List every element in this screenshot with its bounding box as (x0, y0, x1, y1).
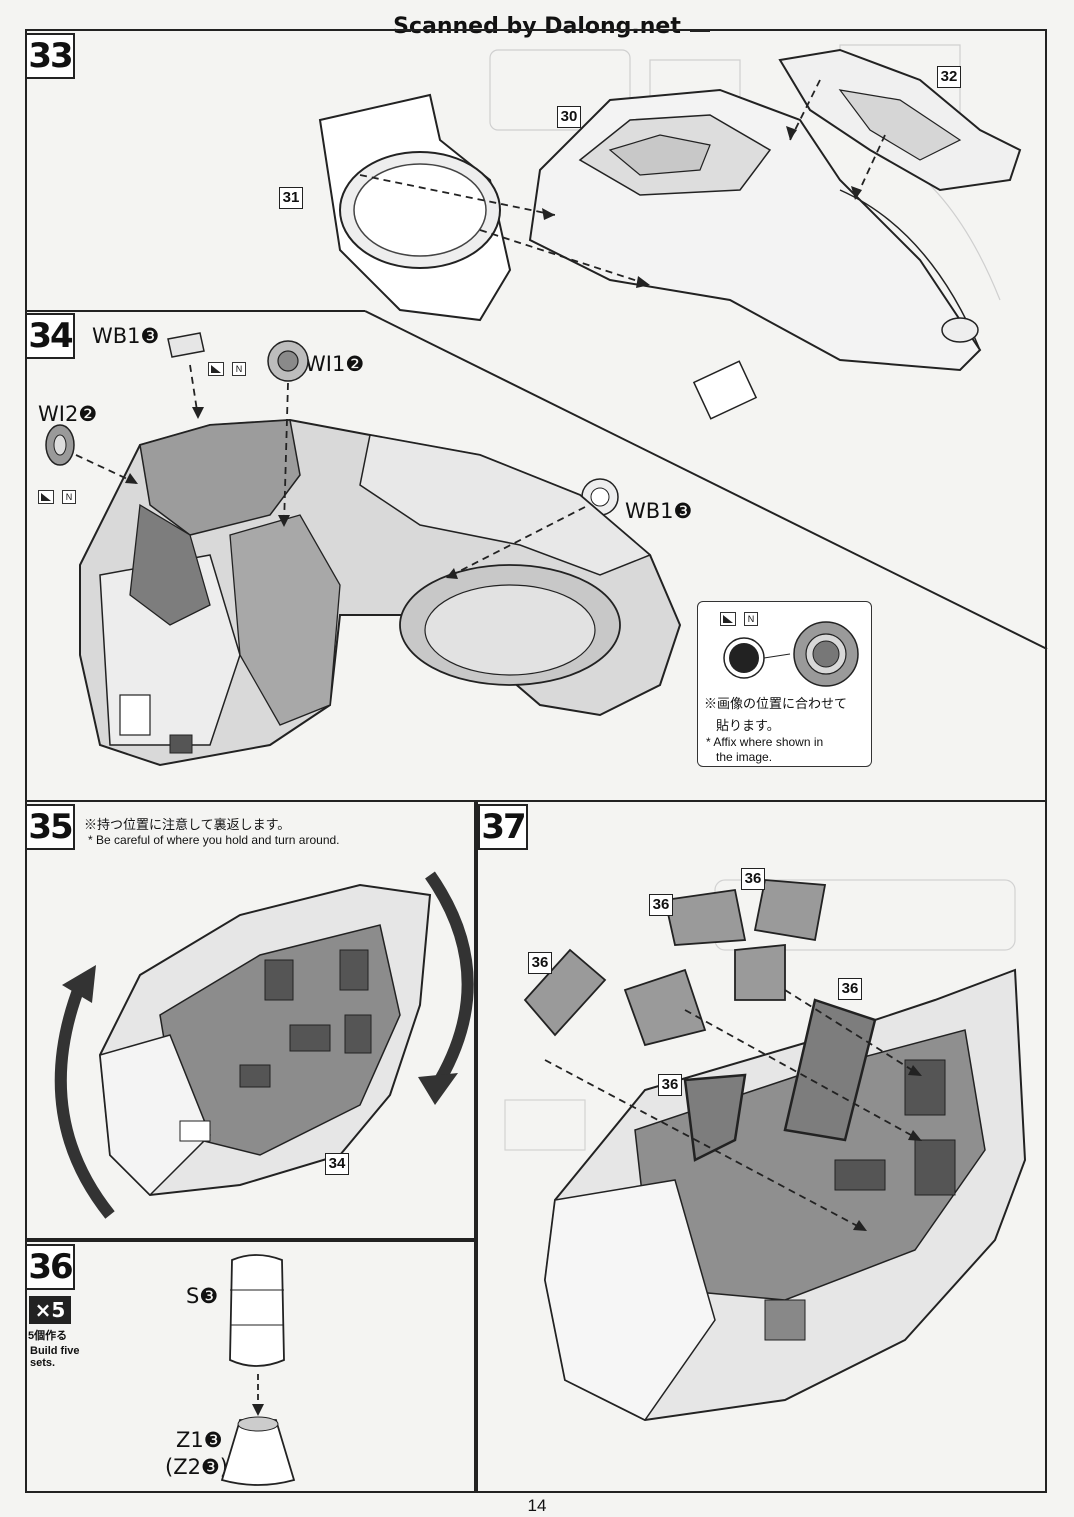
step-36-ja-note: 5個作る (28, 1330, 68, 1342)
step-34-divider-line (25, 310, 1048, 650)
label-s3: S❸ (186, 1284, 219, 1308)
label-z1: Z1❸ (176, 1428, 223, 1452)
part-ref-36: 36 (658, 1074, 682, 1096)
step-37-frame (476, 800, 1047, 1493)
part-ref-36: 36 (741, 868, 765, 890)
step-36-en-line1: Build five (30, 1345, 80, 1357)
label-wb1-top: WB1❸ (92, 324, 160, 348)
step-35-frame (25, 800, 476, 1240)
part-ref-32: 32 (937, 66, 961, 88)
step-33-frame (25, 29, 1047, 800)
sticker-icon (720, 612, 736, 626)
part-ref-31: 31 (279, 187, 303, 209)
step-37-number: 37 (478, 804, 528, 850)
affix-note-box: N ※画像の位置に合わせて 貼ります。 * Affix where shown … (697, 601, 872, 767)
part-ref-36: 36 (649, 894, 673, 916)
step-35-illustration (54, 871, 474, 1219)
header-rule-right (690, 30, 710, 32)
step-34-number: 34 (25, 313, 75, 359)
n-box: N (744, 612, 758, 626)
sticker-icon (208, 362, 224, 376)
part-ref-36: 36 (528, 952, 552, 974)
note-ja-line1: ※画像の位置に合わせて (704, 696, 848, 711)
quantity-badge: ×5 (29, 1296, 71, 1324)
label-wb1-right: WB1❸ (625, 499, 693, 523)
n-box: N (232, 362, 246, 376)
label-wi2: WI2❷ (38, 402, 98, 426)
label-z2: (Z2❸) (165, 1455, 228, 1479)
note-en-line1: * Affix where shown in (706, 735, 824, 749)
affix-diagram (723, 621, 859, 687)
step-35-ja-note: ※持つ位置に注意して裏返します。 (84, 817, 291, 832)
step-35-number: 35 (25, 804, 75, 850)
part-ref-30: 30 (557, 106, 581, 128)
step-36-en-line2: sets. (30, 1357, 56, 1369)
step-34-illustration (45, 332, 682, 767)
step-35-en-note: * Be careful of where you hold and turn … (88, 833, 340, 847)
note-ja-line2: 貼ります。 (716, 718, 780, 733)
watermark-header: Scanned by Dalong.net (393, 14, 681, 39)
step-37-illustration (504, 879, 1027, 1422)
label-wi1: WI1❷ (305, 352, 365, 376)
n-box: N (62, 490, 76, 504)
note-en-line2: the image. (716, 750, 773, 764)
step-36-number: 36 (25, 1244, 75, 1290)
part-ref-36: 36 (838, 978, 862, 1000)
sticker-icon (38, 490, 54, 504)
step-36-illustration (220, 1254, 296, 1486)
step-36-frame (25, 1240, 476, 1493)
part-ref-34: 34 (325, 1153, 349, 1175)
step-33-number: 33 (25, 33, 75, 79)
page-number: 14 (527, 1496, 547, 1515)
step-33-illustration (318, 44, 1022, 420)
header-rule-left (395, 30, 411, 32)
